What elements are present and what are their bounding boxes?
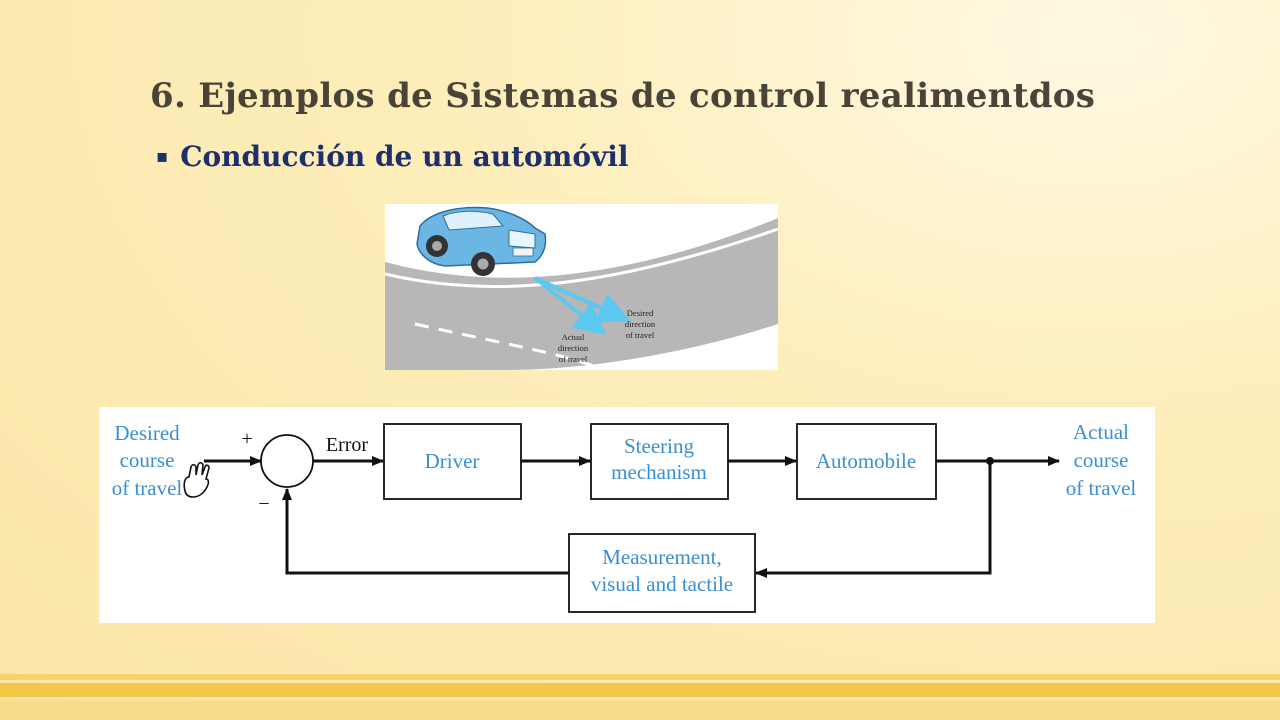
actual-direction-label-2: direction (558, 343, 589, 353)
feedback-block-diagram: Desired course of travel + − Error Drive… (99, 407, 1155, 623)
car-road-figure: Desired direction of travel Actual direc… (385, 204, 778, 370)
input-label-2: course (120, 448, 175, 472)
actual-direction-label-1: Actual (562, 332, 585, 342)
output-label-3: of travel (1066, 476, 1137, 500)
output-label-2: course (1074, 448, 1129, 472)
error-label: Error (326, 434, 369, 456)
desired-direction-label-2: direction (625, 319, 656, 329)
bullet-marker: ▪ (156, 146, 169, 167)
measurement-block (568, 533, 756, 613)
footer-stripe-bottom (0, 700, 1280, 720)
desired-direction-label-1: Desired (627, 308, 654, 318)
feedback-to-junction-arrow (282, 488, 569, 575)
input-label-3: of travel (112, 476, 183, 500)
minus-sign: − (258, 493, 269, 515)
steering-label-2: mechanism (611, 460, 707, 484)
hand-pointer-icon (183, 461, 210, 498)
measurement-label-1: Measurement, (602, 545, 722, 569)
actual-direction-arrow (533, 276, 607, 335)
desired-direction-label-3: of travel (626, 330, 655, 340)
input-label-1: Desired (114, 421, 180, 445)
feedback-return-arrow (755, 461, 992, 578)
slide-title: 6. Ejemplos de Sistemas de control reali… (150, 76, 1096, 116)
output-label-1: Actual (1073, 420, 1129, 444)
actual-direction-label-3: of travel (559, 354, 588, 364)
driver-label: Driver (425, 449, 480, 473)
steering-block (590, 423, 729, 500)
road-edge-line (385, 227, 778, 289)
summing-junction (260, 434, 314, 488)
desired-direction-arrow (534, 276, 631, 323)
car-icon (416, 206, 547, 276)
footer-stripe-thin (0, 674, 1280, 680)
bullet-text: Conducción de un automóvil (180, 140, 629, 173)
footer-stripe-main (0, 683, 1280, 697)
automobile-label: Automobile (816, 449, 916, 473)
measurement-label-2: visual and tactile (591, 572, 733, 596)
car-road-illustration: Desired direction of travel Actual direc… (385, 206, 778, 370)
block-diagram-svg: Desired course of travel + − Error Drive… (112, 420, 1137, 613)
road-center-line (414, 322, 606, 370)
road-surface (385, 218, 778, 370)
steering-label-1: Steering (624, 434, 694, 458)
footer-stripes (0, 674, 1280, 720)
bullet-item: ▪ Conducción de un automóvil (156, 140, 629, 173)
plus-sign: + (241, 428, 252, 450)
